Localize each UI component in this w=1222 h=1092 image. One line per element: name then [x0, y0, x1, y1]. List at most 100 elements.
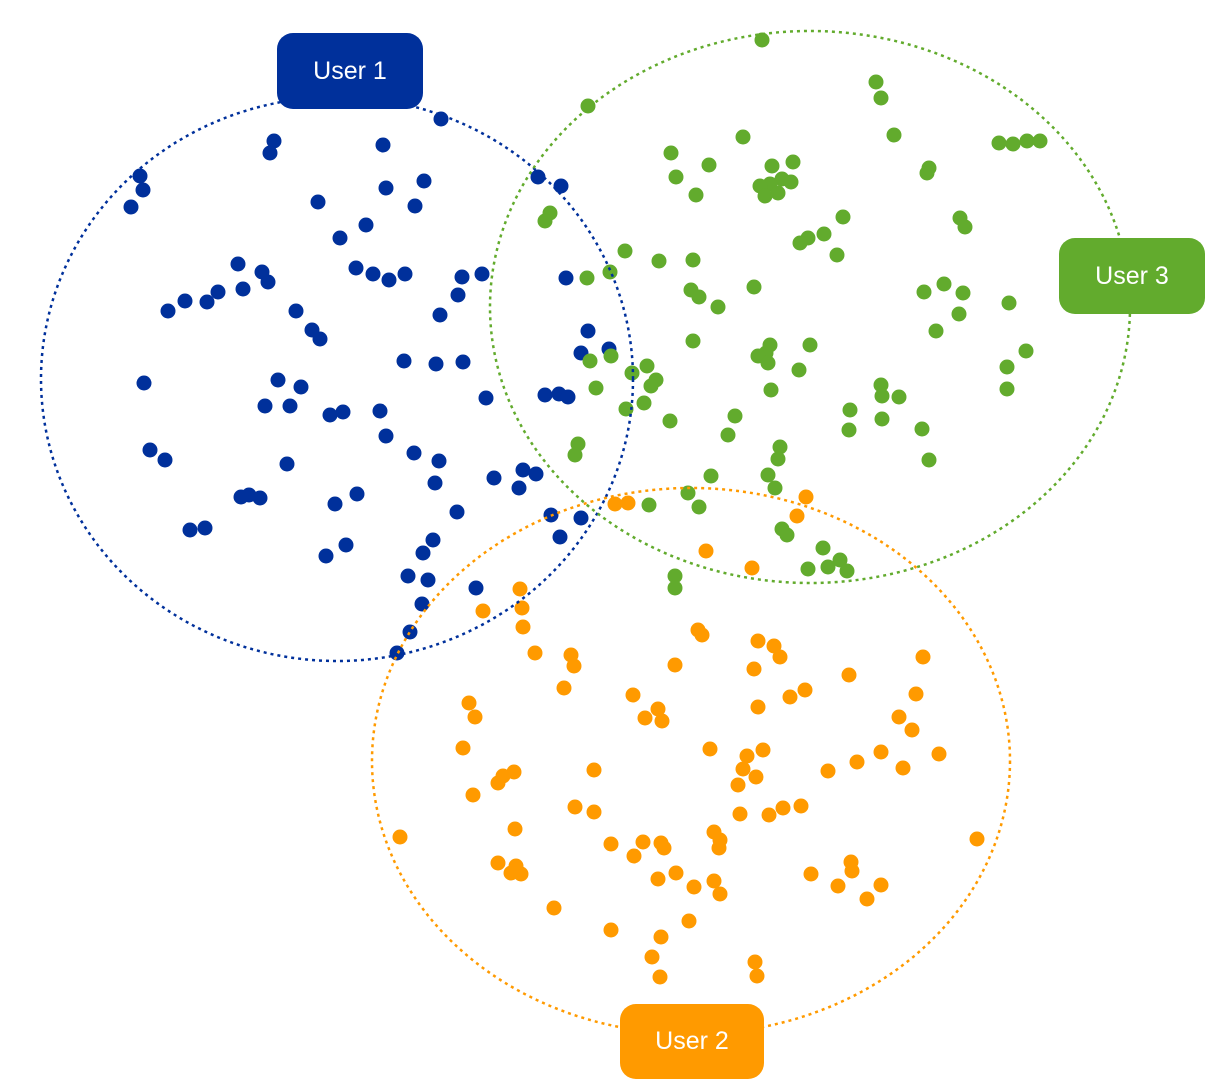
user-2-dot: [653, 929, 669, 945]
user-2-dot: [475, 603, 491, 619]
user-3-dot: [991, 135, 1007, 151]
user-2-dot: [744, 560, 760, 576]
user-1-dot: [402, 624, 418, 640]
user-1-dot: [270, 372, 286, 388]
user-3-dot: [688, 187, 704, 203]
user-1-dot: [425, 532, 441, 548]
user-1-dot: [420, 572, 436, 588]
user-1-dot: [293, 379, 309, 395]
user-3-dot: [602, 264, 618, 280]
user-1-dot: [327, 496, 343, 512]
user-1-dot: [396, 353, 412, 369]
user-1-dot: [468, 580, 484, 596]
user-2-dot: [527, 645, 543, 661]
user-1-dot: [573, 510, 589, 526]
user-2-dot: [668, 865, 684, 881]
user-3-dot: [580, 98, 596, 114]
user-1-dot: [123, 199, 139, 215]
user-1-dot: [530, 169, 546, 185]
user-1-dot: [332, 230, 348, 246]
user-3-dot: [701, 157, 717, 173]
user-3-dot: [770, 451, 786, 467]
user-1-dot: [455, 354, 471, 370]
user-2-dot: [798, 489, 814, 505]
user-1-dot: [378, 180, 394, 196]
user-2-dot: [782, 689, 798, 705]
user-3-dot: [835, 209, 851, 225]
user-2-dot: [490, 775, 506, 791]
user-2-dot: [514, 600, 530, 616]
user-3-dot: [624, 365, 640, 381]
user-3-dot: [685, 333, 701, 349]
user-2-dot: [512, 581, 528, 597]
user-2-dot: [507, 821, 523, 837]
user-3-dot: [891, 389, 907, 405]
user-1-dot: [407, 198, 423, 214]
user-3-dot: [643, 378, 659, 394]
user-2-dot: [750, 633, 766, 649]
user-3-dot: [710, 299, 726, 315]
user-1-circle: [39, 95, 635, 663]
user-2-dot: [686, 879, 702, 895]
user-1-dot: [349, 486, 365, 502]
user-3-dot: [567, 447, 583, 463]
user-1-dot: [365, 266, 381, 282]
user-3-dot: [735, 129, 751, 145]
user-1-dot: [552, 529, 568, 545]
user-2-dot: [895, 760, 911, 776]
user-1-dot: [378, 428, 394, 444]
user-3-dot: [815, 540, 831, 556]
user-1-dot: [537, 387, 553, 403]
user-2-dot: [772, 649, 788, 665]
user-1-dot: [432, 307, 448, 323]
user-3-dot: [783, 174, 799, 190]
user-2-dot: [650, 871, 666, 887]
user-3-dot: [842, 402, 858, 418]
user-3-dot: [1019, 133, 1035, 149]
user-1-dot: [312, 331, 328, 347]
user-1-dot: [322, 407, 338, 423]
user-1-dot: [136, 375, 152, 391]
user-3-dot: [770, 185, 786, 201]
user-1-dot: [260, 274, 276, 290]
user-3-dot: [720, 427, 736, 443]
user-1-dot: [338, 537, 354, 553]
user-2-circle: [370, 486, 1012, 1036]
user-1-dot: [450, 287, 466, 303]
user-1-dot: [288, 303, 304, 319]
user-3-dot: [999, 359, 1015, 375]
user-2-dot: [859, 891, 875, 907]
user-3-dot: [921, 452, 937, 468]
user-3-dot: [680, 485, 696, 501]
user-3-dot: [785, 154, 801, 170]
user-3-dot: [691, 289, 707, 305]
user-2-dot: [625, 687, 641, 703]
user-2-dot: [698, 543, 714, 559]
user-2-dot: [931, 746, 947, 762]
user-2-dot: [650, 701, 666, 717]
user-3-dot: [914, 421, 930, 437]
user-2-dot: [455, 740, 471, 756]
user-2-dot: [746, 661, 762, 677]
user-2-dot: [739, 748, 755, 764]
user-3-dot: [582, 353, 598, 369]
user-3-dot: [919, 165, 935, 181]
user-1-dot: [252, 490, 268, 506]
user-3-dot: [767, 480, 783, 496]
user-1-dot: [433, 111, 449, 127]
user-2-dot: [730, 777, 746, 793]
user-2-dot: [969, 831, 985, 847]
user-3-dot: [603, 348, 619, 364]
user-1-dot: [372, 403, 388, 419]
user-3-dot: [792, 235, 808, 251]
user-2-dot: [775, 800, 791, 816]
user-1-dot: [511, 480, 527, 496]
user-1-dot: [427, 475, 443, 491]
user-3-dot: [1001, 295, 1017, 311]
user-2-dot: [820, 763, 836, 779]
user-3-dot: [641, 497, 657, 513]
user-2-dot: [556, 680, 572, 696]
user-3-dot: [874, 411, 890, 427]
user-1-dot: [132, 168, 148, 184]
user-2-label: User 2: [620, 1004, 764, 1079]
